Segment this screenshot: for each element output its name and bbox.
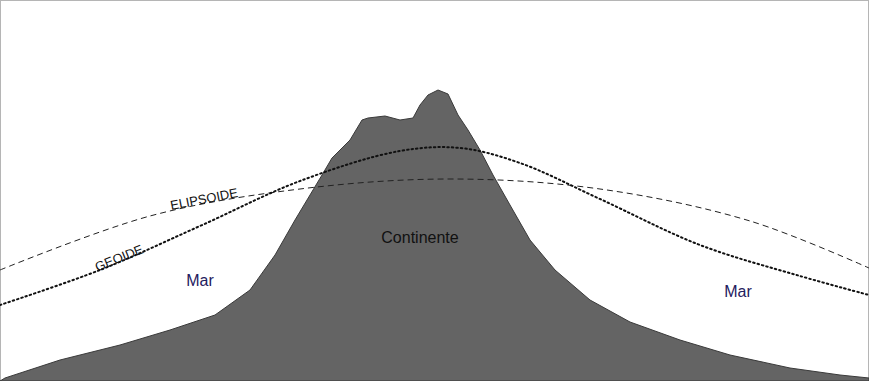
sea-label: Mar bbox=[724, 283, 752, 301]
continent-shape: Continente bbox=[0, 88, 869, 381]
continent-label: Continente bbox=[381, 229, 458, 247]
sea-label: Mar bbox=[186, 272, 214, 290]
continent-fill bbox=[0, 90, 869, 381]
